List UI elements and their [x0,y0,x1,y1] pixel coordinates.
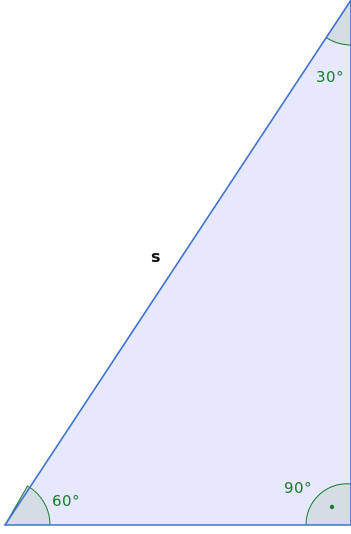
triangle-outline [3,0,351,526]
angle-label-bottom-left: 60° [52,492,80,510]
angle-arc-bottom-left [4,485,51,526]
angle-label-bottom-right: 90° [284,479,312,497]
angle-arc-bottom-right [305,483,351,526]
right-angle-dot [329,504,335,510]
angle-label-top-right: 30° [316,68,344,86]
side-label-hypotenuse: s [151,247,161,266]
